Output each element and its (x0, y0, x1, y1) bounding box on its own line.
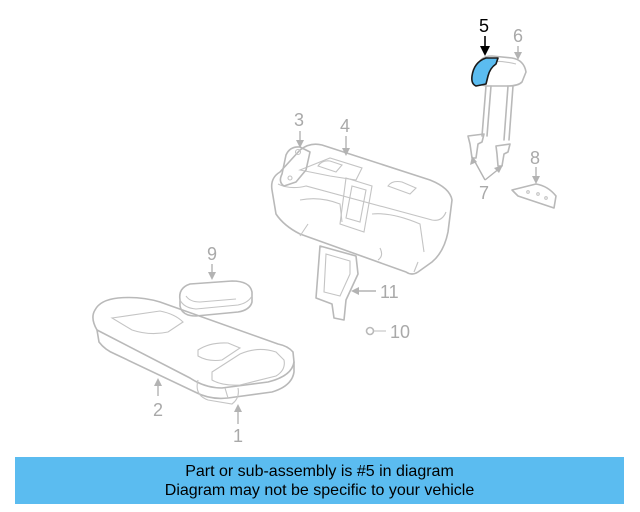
callout-2: 2 (153, 400, 163, 420)
callout-3: 3 (294, 110, 304, 130)
callout-4: 4 (340, 116, 350, 136)
armrest-pad-part (178, 280, 253, 317)
callout-1: 1 (233, 426, 243, 446)
callout-line-7a (473, 159, 486, 181)
bracket-part (511, 183, 557, 209)
callout-7: 7 (479, 183, 489, 203)
banner-line-disclaimer: Diagram may not be specific to your vehi… (164, 482, 475, 499)
banner-line-part: Part or sub-assembly is #5 in diagram (185, 463, 454, 480)
callout-5: 5 (479, 16, 489, 36)
headrest-cover-highlighted (471, 57, 499, 87)
callout-8: 8 (530, 148, 540, 168)
callout-10: 10 (390, 322, 410, 342)
seat-cushion-part (92, 296, 295, 405)
highlighted-part-5 (471, 57, 499, 87)
callout-arrow-5 (480, 46, 490, 56)
callout-6: 6 (513, 26, 523, 46)
callout-9: 9 (207, 244, 217, 264)
callout-11: 11 (380, 282, 399, 302)
panel-part (315, 245, 359, 321)
info-banner: Part or sub-assembly is #5 in diagram Di… (15, 457, 624, 504)
guide-part (467, 133, 511, 167)
seat-back-part (270, 143, 453, 275)
clip-part (365, 326, 386, 336)
